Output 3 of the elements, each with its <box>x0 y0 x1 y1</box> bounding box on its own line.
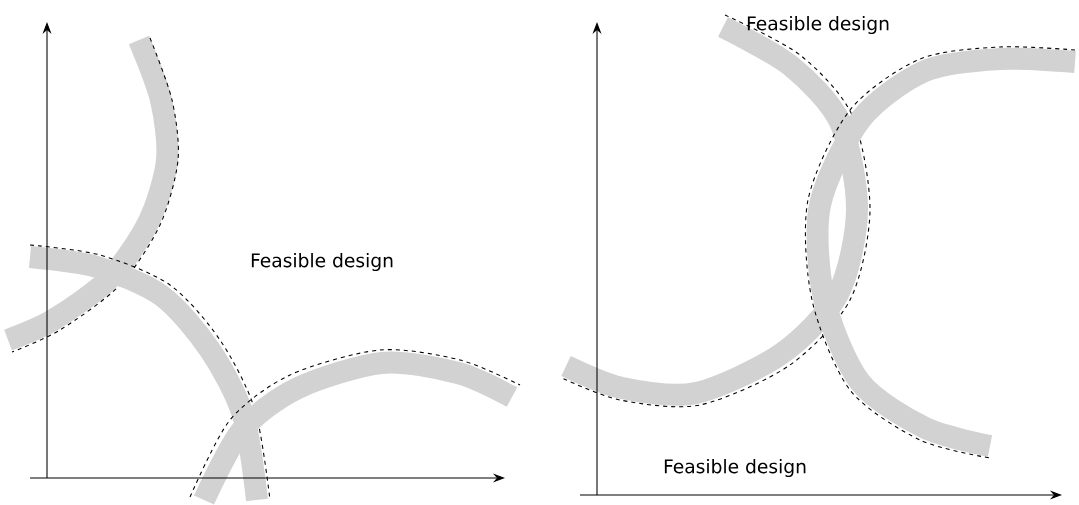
region-label: Feasible design <box>747 15 889 35</box>
region-label: Feasible design <box>251 252 393 272</box>
region-label: Feasible design <box>664 458 806 478</box>
